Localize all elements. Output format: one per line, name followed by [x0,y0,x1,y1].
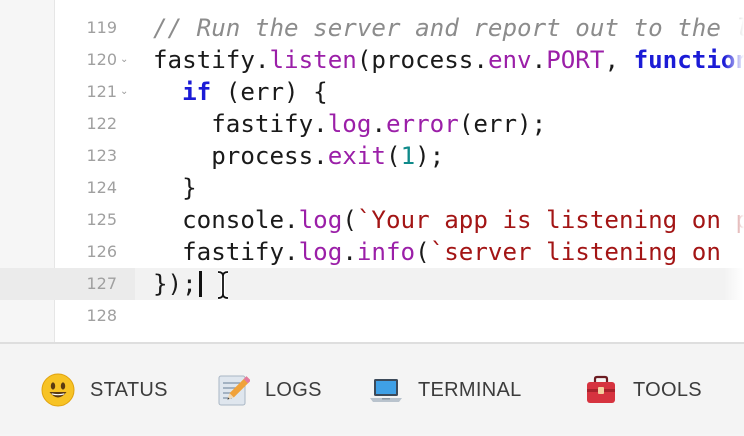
memo-pencil-icon [216,373,251,407]
gutter-cell: 128 [0,300,135,332]
code-token: ( [415,238,430,266]
code-text: } [153,172,197,204]
code-token: . [342,238,357,266]
line-number: 124 [86,178,117,197]
fold-chevron-icon[interactable]: ⌄ [120,54,129,65]
code-token: // Run the server and report out to the … [153,14,744,42]
bottom-toolbar: STATUS LOGS [0,342,744,434]
tools-label: TOOLS [633,378,702,401]
code-line[interactable]: 125 console.log(`Your app is listening o… [0,204,744,236]
gutter-cell: 120⌄ [0,44,135,76]
gutter-cell: 121⌄ [0,76,135,108]
code-line[interactable]: 123 process.exit(1); [0,140,744,172]
code-token: log [327,110,372,138]
laptop-icon [369,373,403,407]
line-number: 119 [86,18,117,37]
tools-button[interactable]: TOOLS [584,344,702,436]
line-number: 125 [86,210,117,229]
terminal-button[interactable]: TERMINAL [369,344,522,436]
code-token: fastify. [153,110,328,138]
line-number: 120 [86,50,117,69]
code-text: fastify.log.error(err); [153,108,546,140]
line-number: 126 [86,242,117,261]
code-line[interactable]: 120⌄fastify.listen(process.env.PORT, fun… [0,44,744,76]
text-caret [199,271,202,297]
code-editor[interactable]: 119 // Run the server and report out to t… [0,0,744,342]
code-token: }); [153,270,197,298]
line-number: 121 [86,82,117,101]
code-token: exit [327,142,386,170]
code-token: process. [153,142,328,170]
code-line[interactable]: 126 fastify.log.info(`server listening o… [0,236,744,268]
code-line[interactable]: 124 } [0,172,744,204]
status-button[interactable]: STATUS [41,344,168,436]
code-token: PORT [546,46,605,74]
code-token: `Your app is listening on port [356,206,744,234]
code-token: fastify. [153,238,299,266]
code-line[interactable]: 119 // Run the server and report out to t… [0,12,744,44]
code-token: log [298,206,343,234]
logs-button[interactable]: LOGS [216,344,322,436]
code-line-active[interactable]: 127}); [0,268,744,300]
code-token: ); [415,142,445,170]
gutter-cell: 126 [0,236,135,268]
code-text: fastify.log.info(`server listening on [153,236,721,268]
line-number: 128 [86,306,117,325]
code-token: } [153,174,197,202]
code-token: log [298,238,343,266]
code-text: }); [153,268,197,300]
gutter-cell: 123 [0,140,135,172]
gutter-cell: 125 [0,204,135,236]
fold-chevron-icon[interactable]: ⌄ [120,86,129,97]
ibeam-cursor-icon [216,270,230,300]
terminal-label: TERMINAL [418,378,522,401]
code-token: fastify. [153,46,270,74]
code-text: fastify.listen(process.env.PORT, functio… [153,44,744,76]
gutter-cell: 122 [0,108,135,140]
code-line[interactable]: 128 [0,300,744,332]
code-token: `server listening on [429,238,721,266]
logs-label: LOGS [265,378,322,401]
code-token: if [182,78,212,106]
code-token: ( [342,206,357,234]
code-text: if (err) { [153,76,328,108]
line-number: 123 [86,146,117,165]
gutter-cell: 127 [0,268,135,300]
code-token: console. [153,206,299,234]
line-number: 122 [86,114,117,133]
code-text: console.log(`Your app is listening on po… [153,204,744,236]
line-number: 127 [86,274,117,293]
code-token: (process. [356,46,488,74]
code-token: . [371,110,386,138]
gutter-cell: 119 [0,12,135,44]
code-token: (err); [458,110,547,138]
code-token: , [604,46,634,74]
code-text: process.exit(1); [153,140,444,172]
editor-right-fade [724,0,744,342]
code-text: // Run the server and report out to the … [153,12,744,44]
code-lines: 119 // Run the server and report out to t… [0,12,744,332]
gutter-cell: 124 [0,172,135,204]
code-token: env [487,46,532,74]
smiley-icon [41,373,75,407]
code-token: listen [269,46,357,74]
code-token: info [356,238,416,266]
status-label: STATUS [90,378,168,401]
code-token: error [386,110,459,138]
code-token: 1 [400,142,416,170]
code-token: ( [386,142,401,170]
toolbox-icon [584,373,618,407]
code-token [153,78,182,106]
code-line[interactable]: 121⌄ if (err) { [0,76,744,108]
code-token: . [531,46,547,74]
code-token: (err) { [211,78,328,106]
code-line[interactable]: 122 fastify.log.error(err); [0,108,744,140]
